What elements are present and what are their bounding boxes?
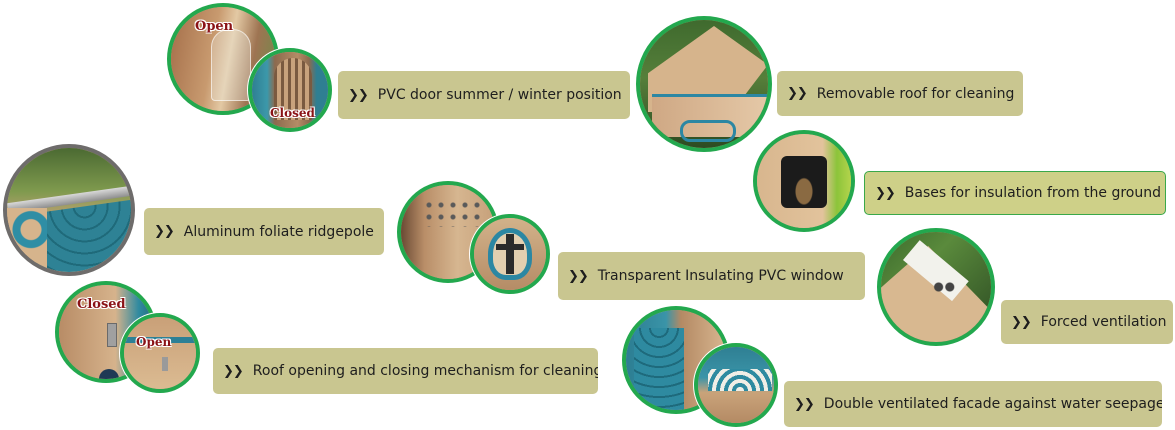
closed-overlay-label: Closed — [270, 106, 315, 120]
aluminum-ridgepole-label: ❯❯ Aluminum foliate ridgepole — [144, 208, 384, 255]
aluminum-ridgepole-photo — [3, 144, 135, 276]
aluminum-ridgepole-label-text: Aluminum foliate ridgepole — [183, 223, 374, 240]
open-overlay-label: Open — [195, 19, 234, 34]
double-facade-front-photo — [694, 343, 778, 427]
forced-ventilation-label: ❯❯ Forced ventilation — [1001, 300, 1173, 344]
chevron-right-icon: ❯❯ — [154, 224, 175, 239]
roof-mechanism-label-text: Roof opening and closing mechanism for c… — [252, 363, 598, 379]
roof-mechanism-label: ❯❯ Roof opening and closing mechanism fo… — [213, 348, 598, 394]
pvc-window-label-text: Transparent Insulating PVC window — [597, 268, 844, 284]
forced-ventilation-photo — [877, 228, 995, 346]
pvc-window-front-photo — [470, 214, 550, 294]
insulation-base-photo — [753, 130, 855, 232]
chevron-right-icon: ❯❯ — [568, 268, 589, 284]
pvc-door-label: ❯❯ PVC door summer / winter position — [338, 71, 630, 119]
bases-insulation-label: ❯❯ Bases for insulation from the ground — [864, 171, 1166, 215]
pvc-door-label-text: PVC door summer / winter position — [377, 87, 622, 103]
pvc-window-label: ❯❯ Transparent Insulating PVC window — [558, 252, 865, 300]
removable-roof-label-text: Removable roof for cleaning — [816, 85, 1015, 102]
roof-mechanism-open-photo: Open — [120, 313, 200, 393]
bases-insulation-label-text: Bases for insulation from the ground — [904, 185, 1161, 201]
chevron-right-icon: ❯❯ — [348, 87, 369, 103]
double-facade-label-text: Double ventilated facade against water s… — [823, 396, 1162, 412]
chevron-right-icon: ❯❯ — [794, 396, 815, 412]
removable-roof-photo — [636, 16, 772, 152]
removable-roof-label: ❯❯ Removable roof for cleaning — [777, 71, 1023, 116]
pvc-door-closed-photo: Closed — [248, 48, 332, 132]
chevron-right-icon: ❯❯ — [875, 185, 896, 201]
forced-ventilation-label-text: Forced ventilation — [1040, 314, 1167, 330]
double-facade-label: ❯❯ Double ventilated facade against wate… — [784, 381, 1162, 427]
open-overlay-label: Open — [136, 335, 172, 349]
chevron-right-icon: ❯❯ — [1011, 314, 1032, 330]
closed-overlay-label: Closed — [77, 297, 126, 312]
chevron-right-icon: ❯❯ — [787, 86, 808, 101]
chevron-right-icon: ❯❯ — [223, 363, 244, 379]
